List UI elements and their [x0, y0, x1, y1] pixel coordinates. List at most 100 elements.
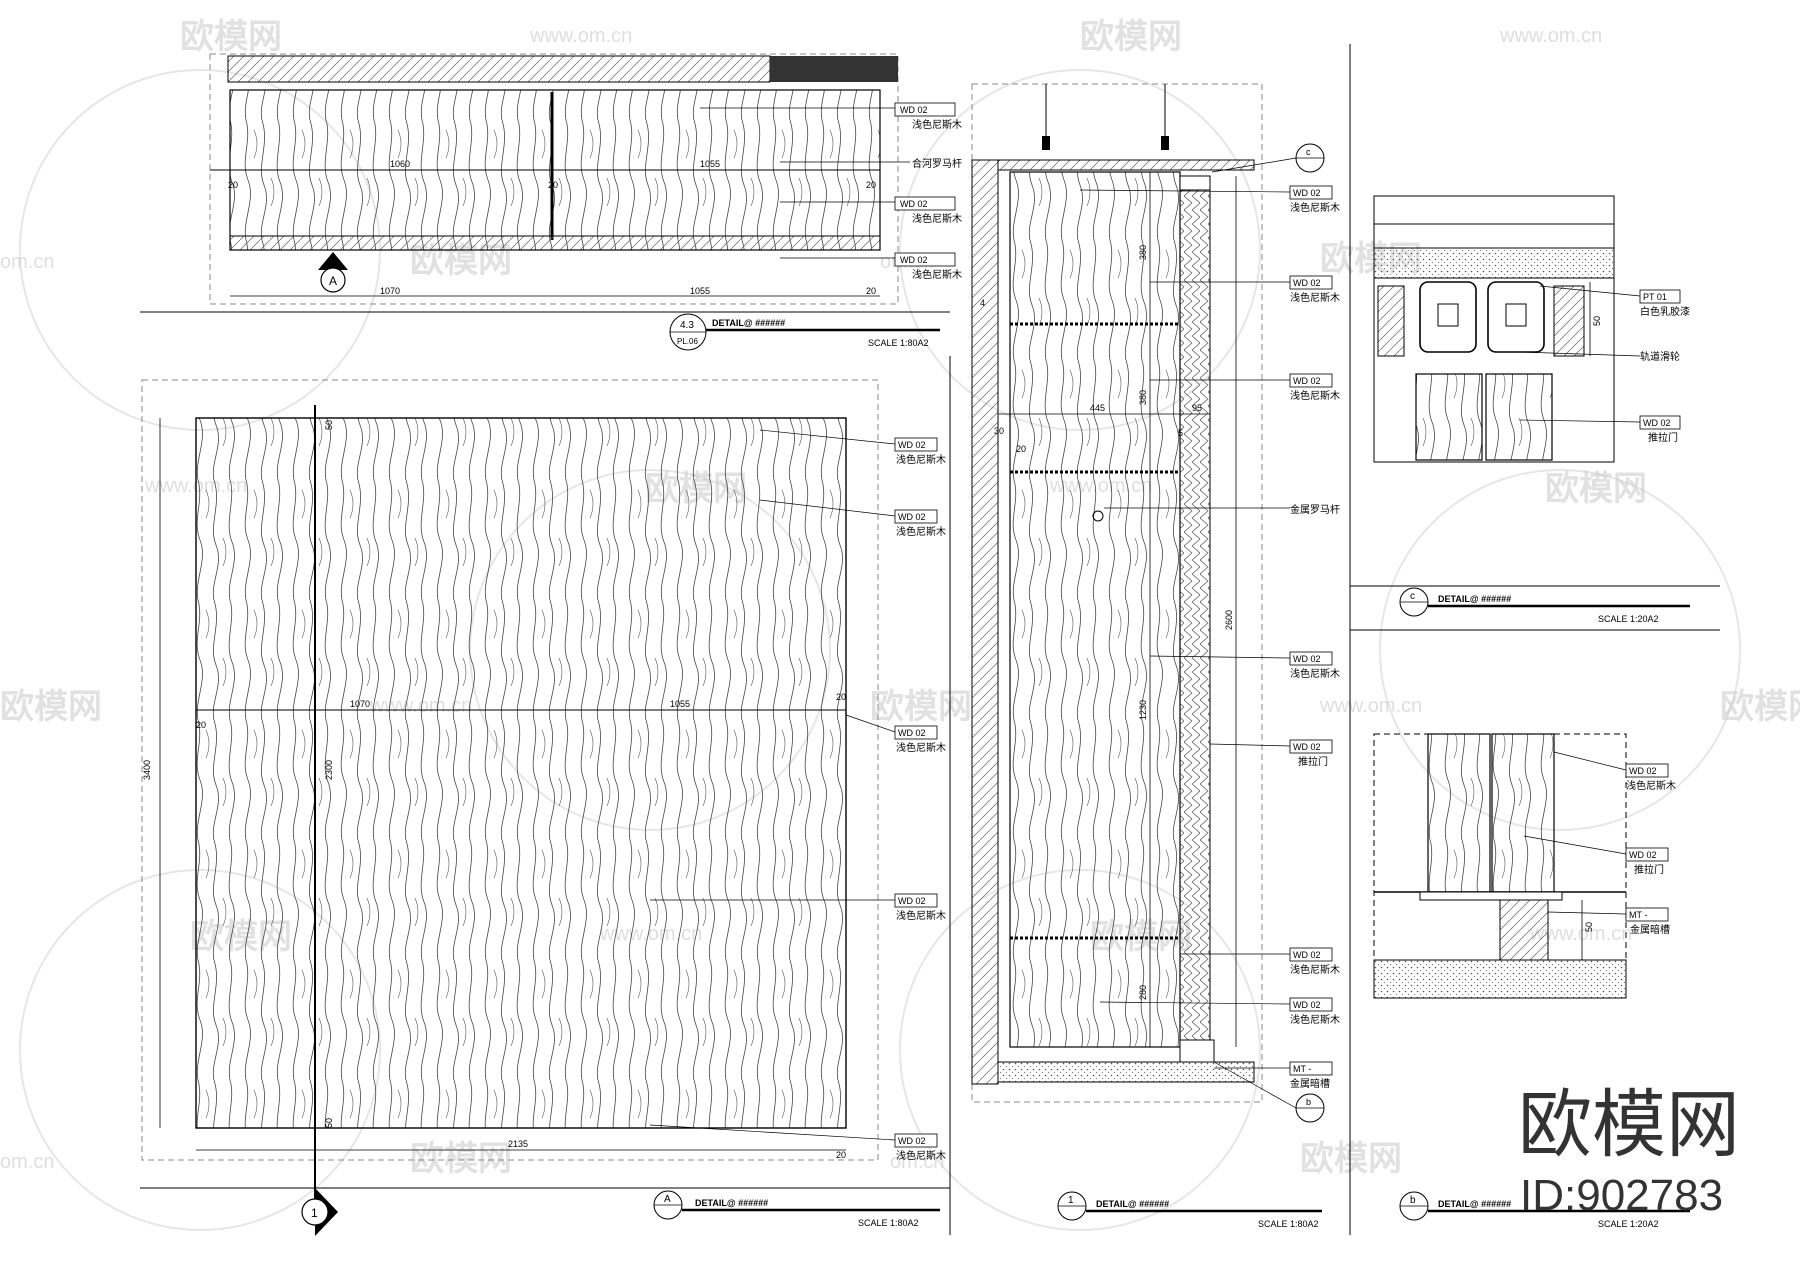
watermark-brand: 欧模网 [1080, 18, 1182, 56]
material-label: 轨道滑轮 [1640, 350, 1680, 363]
section-door-leaf [1179, 189, 1211, 1041]
material-tag: WD 02 [1293, 654, 1321, 664]
dim-20: 20 [836, 692, 846, 702]
brand-stamp: 欧模网 ID:902783 [1518, 1083, 1740, 1220]
material-tag: WD 02 [900, 255, 928, 265]
material-tag: WD 02 [1293, 742, 1321, 752]
dim-20: 20 [866, 180, 876, 190]
material-tag: WD 02 [900, 105, 928, 115]
section-tag: c [1306, 147, 1311, 157]
detail-title: DETAIL@ ###### [1438, 1199, 1511, 1209]
detail-scale: SCALE 1:20A2 [1598, 614, 1659, 624]
detail-c-title-block: c DETAIL@ ###### SCALE 1:20A2 [1350, 585, 1720, 631]
elevation-callouts: WD 02 浅色尼斯木 WD 02 浅色尼斯木 WD 02 浅色尼斯木 WD 0… [649, 429, 946, 1162]
section-wall [971, 159, 999, 1085]
material-tag: WD 02 [898, 1136, 926, 1146]
elevation-frame [141, 379, 879, 1161]
detail-number: A [664, 1194, 671, 1205]
material-tag: MT - [1629, 910, 1647, 920]
dim-30: 30 [994, 426, 1004, 436]
dim-1065: 1055 [670, 699, 690, 709]
dim-1055: 1055 [700, 159, 720, 169]
material-label: 金属罗马杆 [1290, 503, 1340, 516]
detail-c-door [1485, 373, 1553, 461]
watermark-url: om.cn [0, 1151, 54, 1173]
material-label: 金属暗槽 [1630, 923, 1670, 936]
dim-50: 50 [1592, 316, 1602, 326]
detail-b-groove [1419, 891, 1563, 901]
dim-445: 445 [1090, 403, 1105, 413]
section-frame [971, 83, 1263, 1103]
plan-dark-block [770, 56, 898, 82]
material-label: 浅色尼斯木 [1626, 779, 1676, 792]
detail-b-door [1491, 733, 1555, 893]
detail-scale: SCALE 1:80A2 [858, 1218, 919, 1228]
dim-50: 50 [324, 1118, 334, 1128]
watermark-url: om.cn [890, 1151, 944, 1173]
plan-frame [209, 53, 899, 305]
material-tag: WD 02 [900, 199, 928, 209]
section-tag: b [1306, 1097, 1311, 1107]
dim-1230: 1230 [1138, 700, 1148, 720]
watermark-brand: 欧模网 [1720, 688, 1800, 726]
material-label: 合河罗马杆 [912, 157, 962, 170]
dim-20: 20 [866, 286, 876, 296]
detail-title: DETAIL@ ###### [1096, 1199, 1169, 1209]
detail-b-insert [1499, 899, 1549, 961]
material-label: 推拉门 [1298, 755, 1328, 768]
elevation-a: 3400 2300 50 50 1070 1055 20 20 2135 20 … [140, 379, 950, 1236]
floor-groove [1179, 1039, 1215, 1063]
section-1: 380 380 1230 280 445 95 30 20 2600 5 4 c… [949, 83, 1340, 1235]
watermark-brand: 欧模网 [0, 688, 102, 726]
section-floor [997, 1061, 1255, 1083]
watermark-brand: 欧模网 [1545, 470, 1647, 508]
detail-c-frame [1373, 195, 1615, 463]
plan-callouts: WD 02 浅色尼斯木 合河罗马杆 WD 02 浅色尼斯木 WD 02 浅色尼斯… [700, 102, 962, 281]
detail-b-door [1427, 733, 1491, 893]
detail-b-title-block: b DETAIL@ ###### SCALE 1:20A2 [1399, 1191, 1690, 1229]
section-tag: 1 [311, 1206, 318, 1220]
detail-c-wall [1377, 285, 1405, 357]
watermark-brand: 欧模网 [410, 1140, 512, 1178]
material-tag: WD 02 [1293, 188, 1321, 198]
material-tag: WD 02 [1293, 278, 1321, 288]
hanger-clip [1161, 136, 1169, 150]
section-marker-1: 1 [301, 1188, 338, 1236]
material-tag: WD 02 [898, 512, 926, 522]
plan-title-block: 4.3 PL.06 DETAIL@ ###### SCALE 1:80A2 [669, 313, 940, 351]
dim-20: 20 [228, 180, 238, 190]
watermark-brand: 欧模网 [1300, 1140, 1402, 1178]
material-tag: WD 02 [898, 728, 926, 738]
detail-scale: SCALE 1:80A2 [1258, 1219, 1319, 1229]
section-tag: A [329, 274, 337, 288]
plan-base [229, 235, 881, 251]
dim-2600: 2600 [1224, 610, 1234, 630]
dim-4: 4 [980, 298, 985, 308]
dim-50: 50 [1584, 922, 1594, 932]
dim-95: 95 [1192, 403, 1202, 413]
detail-c-door [1415, 373, 1483, 461]
detail-c-callouts: PT 01 白色乳胶漆 轨道滑轮 WD 02 推拉门 [1519, 285, 1690, 444]
material-label: 浅色尼斯木 [912, 212, 962, 225]
material-label: 浅色尼斯木 [1290, 389, 1340, 402]
watermark-url: om.cn [0, 251, 54, 273]
asset-id: ID:902783 [1520, 1171, 1723, 1220]
material-label: 浅色尼斯木 [1290, 201, 1340, 214]
material-label: 浅色尼斯木 [896, 525, 946, 538]
elevation-title-block: A DETAIL@ ###### SCALE 1:80A2 [653, 1190, 940, 1228]
material-label: 推拉门 [1634, 863, 1664, 876]
dim-280: 280 [1138, 985, 1148, 1000]
detail-scale: SCALE 1:80A2 [868, 338, 929, 348]
dim-1070: 1070 [350, 699, 370, 709]
section-callouts: c WD 02 浅色尼斯木 WD 02 浅色尼斯木 WD 02 浅色尼斯木 金属… [1079, 143, 1340, 1123]
detail-scale: SCALE 1:20A2 [1598, 1219, 1659, 1229]
detail-number: c [1410, 591, 1415, 602]
watermark-url: www.om.cn [1499, 25, 1602, 47]
material-label: 浅色尼斯木 [1290, 963, 1340, 976]
detail-b-slab [1373, 959, 1627, 999]
dim-20: 20 [196, 720, 206, 730]
dim-380: 380 [1138, 390, 1148, 405]
detail-number: 1 [1068, 1195, 1074, 1206]
material-tag: WD 02 [1629, 850, 1657, 860]
